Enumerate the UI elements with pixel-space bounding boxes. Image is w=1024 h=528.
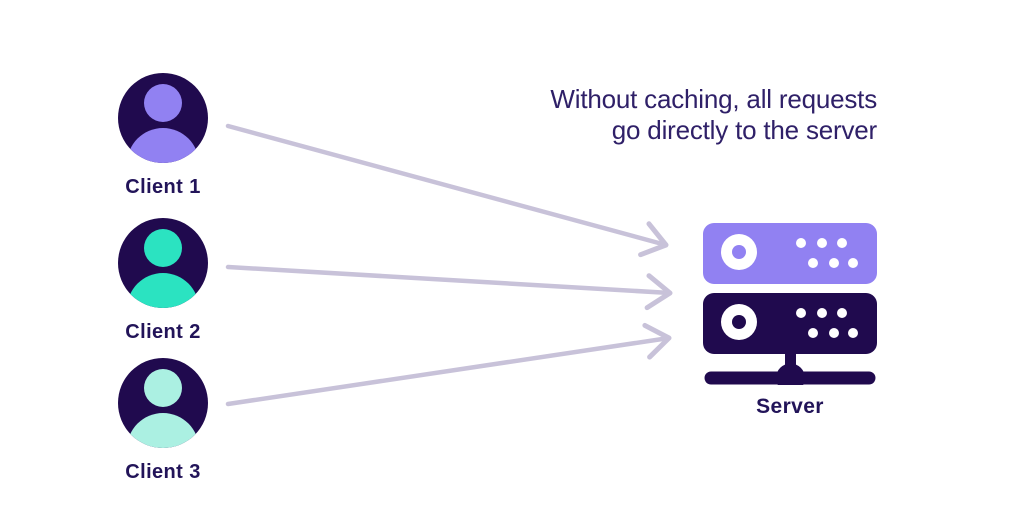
server-icon bbox=[703, 223, 877, 385]
person-body-icon bbox=[127, 273, 199, 308]
person-body-icon bbox=[127, 413, 199, 448]
server-top-drive-hole bbox=[732, 245, 746, 259]
client2-label: Client 2 bbox=[125, 321, 201, 343]
person-head-icon bbox=[144, 84, 182, 122]
client1-label: Client 1 bbox=[125, 176, 201, 198]
server-bottom-drive-hole bbox=[732, 315, 746, 329]
person-body-icon bbox=[127, 128, 199, 163]
diagram-caption: Without caching, all requests go directl… bbox=[550, 84, 877, 146]
server-stand-hub bbox=[776, 363, 805, 385]
server-bottom-vents bbox=[796, 308, 858, 338]
arrow-client3-to-server-icon bbox=[225, 322, 672, 407]
server-top-vents bbox=[796, 238, 858, 268]
client-1: Client 1 bbox=[118, 73, 208, 199]
client-2: Client 2 bbox=[118, 218, 208, 344]
caption-line-1: Without caching, all requests bbox=[550, 84, 877, 114]
person-head-icon bbox=[144, 369, 182, 407]
arrow-client1-to-server-icon bbox=[225, 123, 669, 258]
arrow-client2-to-server-icon bbox=[225, 264, 673, 311]
client1-avatar-icon bbox=[118, 73, 208, 163]
server: Server bbox=[703, 223, 877, 419]
client-3: Client 3 bbox=[118, 358, 208, 484]
server-label: Server bbox=[756, 395, 824, 418]
client3-label: Client 3 bbox=[125, 461, 201, 483]
client3-avatar-icon bbox=[118, 358, 208, 448]
caption-line-2: go directly to the server bbox=[611, 115, 877, 145]
person-head-icon bbox=[144, 229, 182, 267]
client2-avatar-icon bbox=[118, 218, 208, 308]
